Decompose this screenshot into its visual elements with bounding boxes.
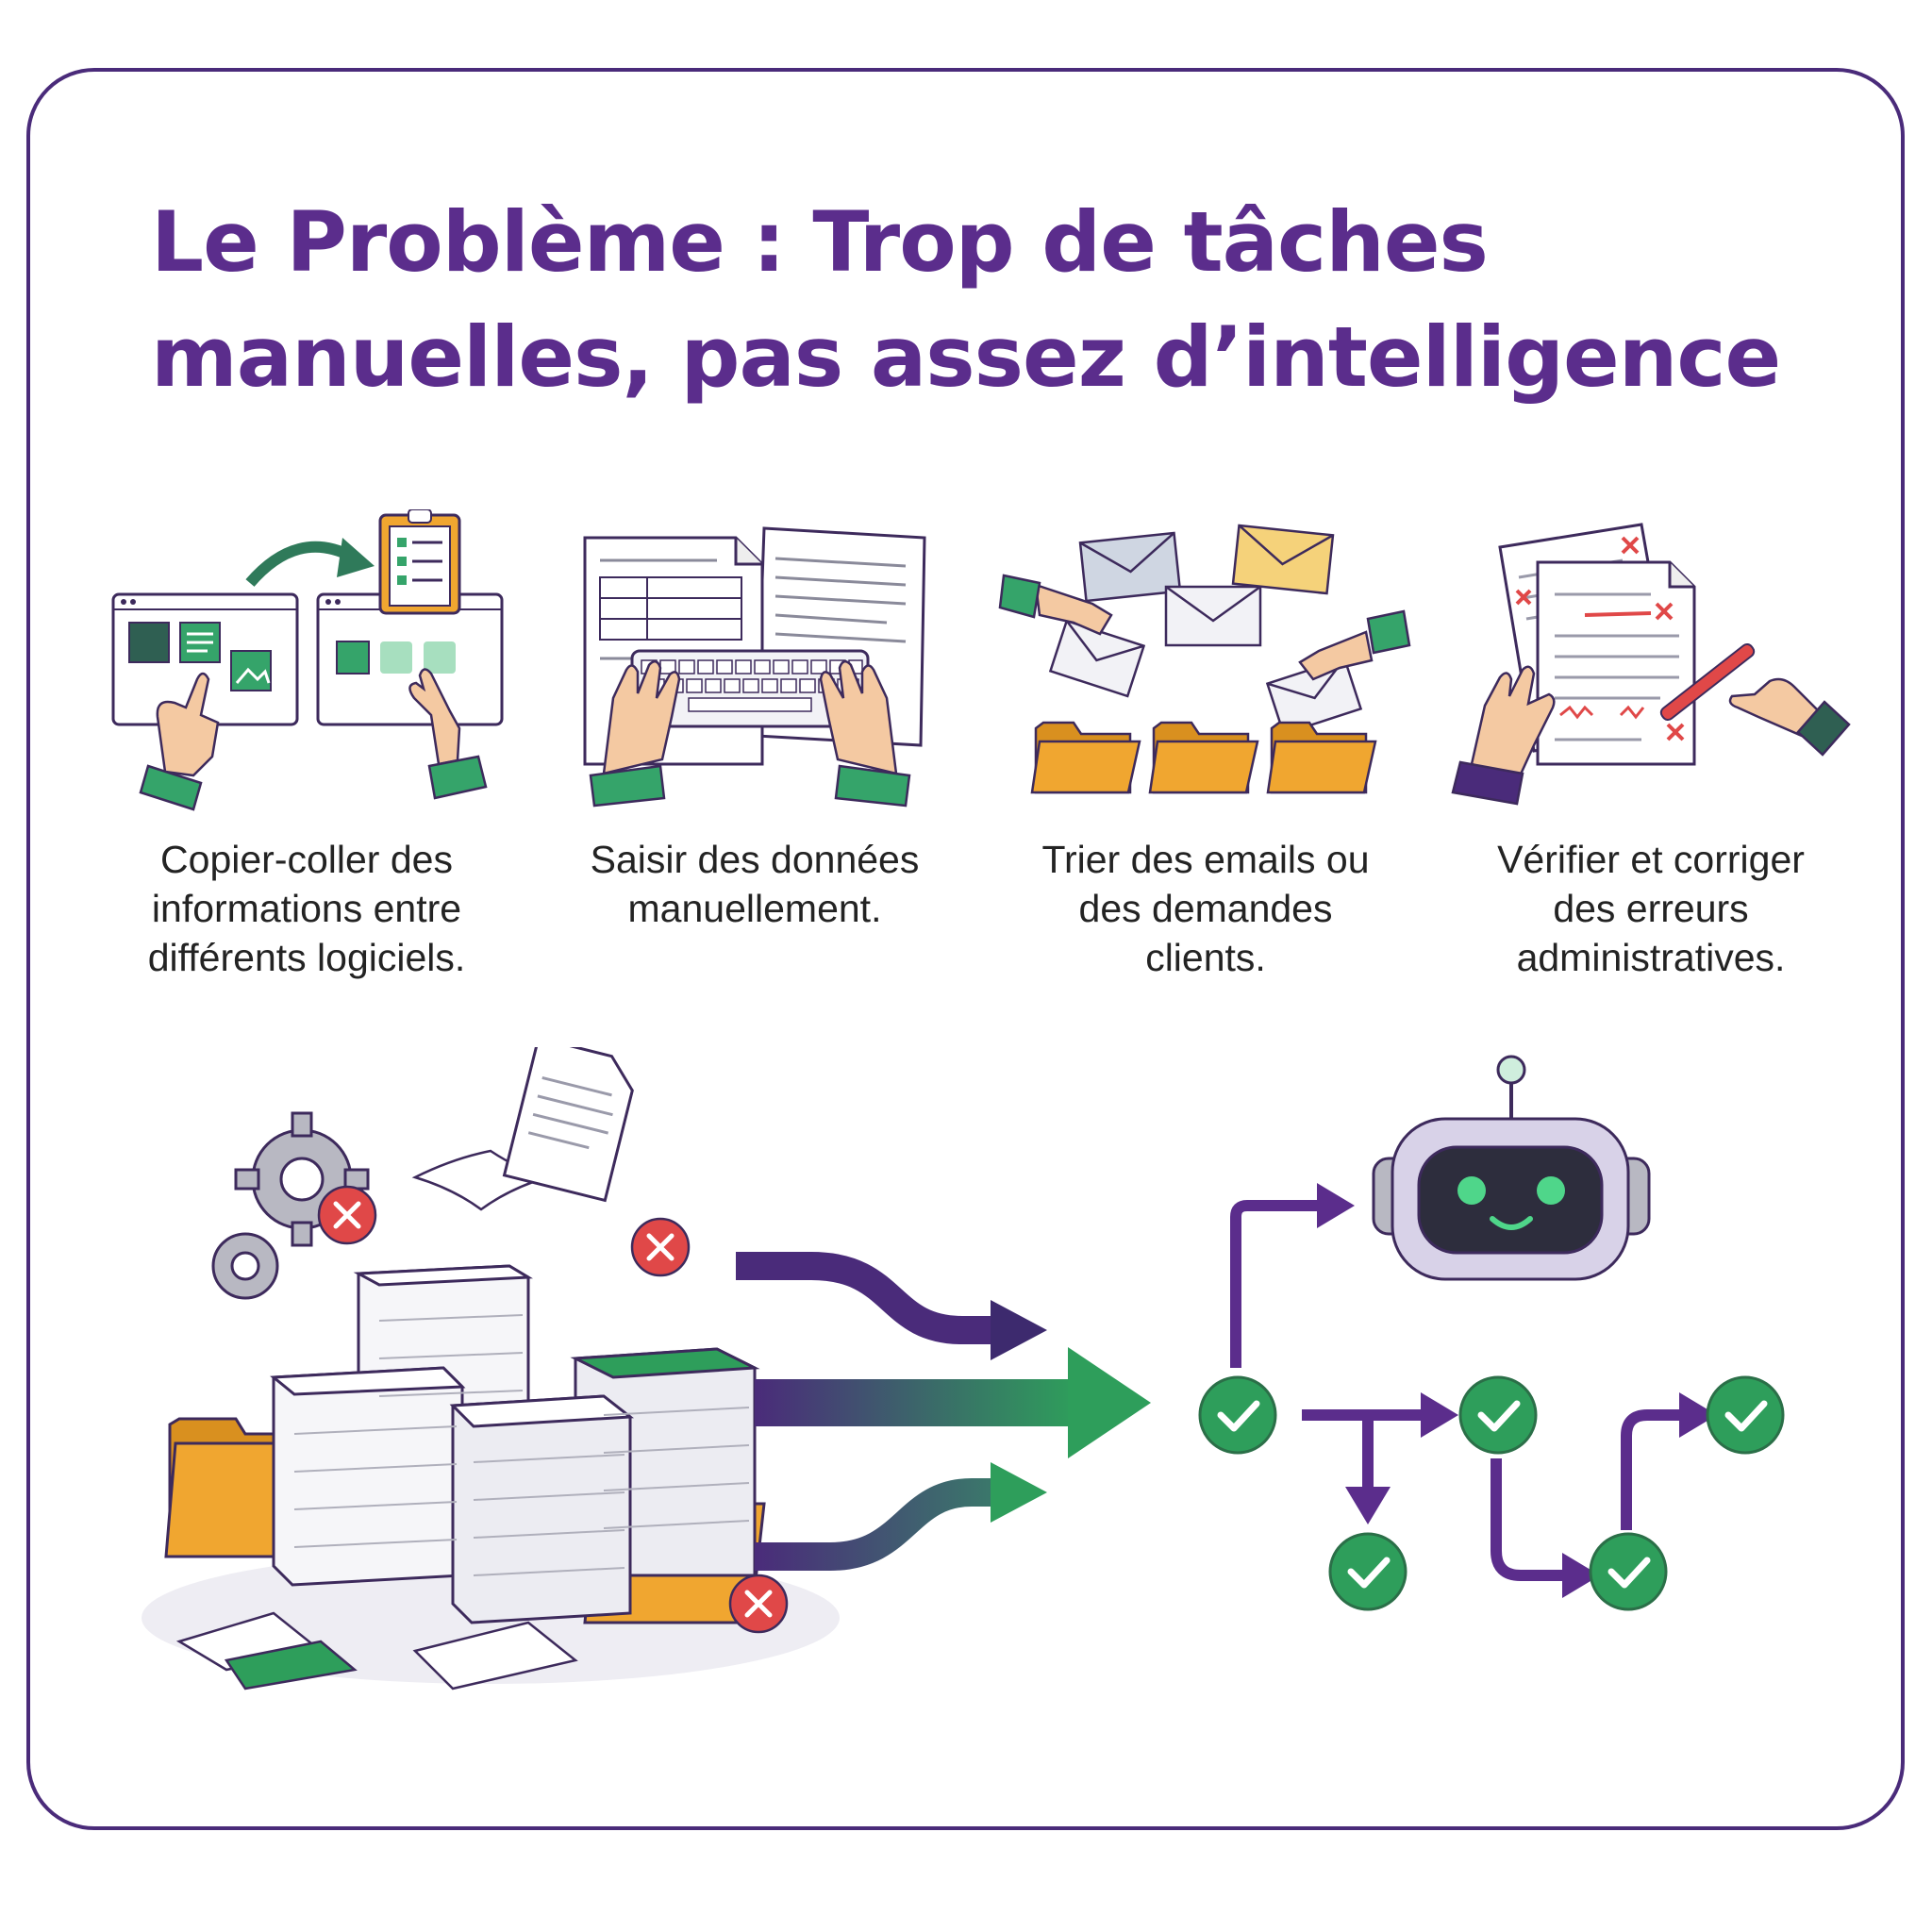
caption-line: différents logiciels. bbox=[147, 936, 466, 979]
email-sorting-icon bbox=[998, 524, 1411, 794]
check-icon bbox=[1458, 1375, 1538, 1455]
error-badge bbox=[728, 1574, 789, 1634]
error-badge bbox=[630, 1217, 691, 1277]
check-icon bbox=[1198, 1375, 1277, 1455]
title-line-2: manuelles, pas assez d’intelligence bbox=[151, 308, 1781, 406]
error-correction-icon bbox=[1451, 523, 1851, 806]
caption-line: administratives. bbox=[1516, 936, 1786, 979]
caption-line: Trier des emails ou bbox=[1041, 838, 1370, 881]
transformation-illustration bbox=[142, 1047, 1785, 1690]
caption-line: informations entre bbox=[151, 887, 462, 930]
page-title: Le Problème : Trop de tâches manuelles, … bbox=[151, 185, 1811, 415]
check-icon bbox=[1328, 1532, 1407, 1611]
caption-line: clients. bbox=[1145, 936, 1266, 979]
task-caption: Trier des emails ou des demandes clients… bbox=[979, 835, 1432, 982]
gear-icon bbox=[211, 1232, 279, 1300]
title-line-1: Le Problème : Trop de tâches bbox=[151, 193, 1489, 291]
task-caption: Copier-coller des informations entre dif… bbox=[80, 835, 533, 982]
caption-line: Saisir des données bbox=[590, 838, 920, 881]
check-icon bbox=[1706, 1375, 1785, 1455]
caption-line: des erreurs bbox=[1553, 887, 1749, 930]
check-icon bbox=[1589, 1532, 1668, 1611]
robot-icon bbox=[1372, 1055, 1651, 1281]
data-entry-icon bbox=[583, 526, 926, 808]
caption-line: Copier-coller des bbox=[160, 838, 453, 881]
paper-pile-icon bbox=[142, 1047, 840, 1690]
copy-paste-icon bbox=[111, 509, 504, 811]
robot-workflow-icon bbox=[1198, 1055, 1785, 1611]
error-badge bbox=[317, 1185, 377, 1245]
caption-line: des demandes bbox=[1078, 887, 1333, 930]
caption-line: Vérifier et corriger bbox=[1497, 838, 1805, 881]
caption-line: manuellement. bbox=[627, 887, 882, 930]
task-caption: Saisir des données manuellement. bbox=[528, 835, 981, 933]
task-caption: Vérifier et corriger des erreurs adminis… bbox=[1424, 835, 1877, 982]
transition-arrows bbox=[736, 1252, 1151, 1571]
